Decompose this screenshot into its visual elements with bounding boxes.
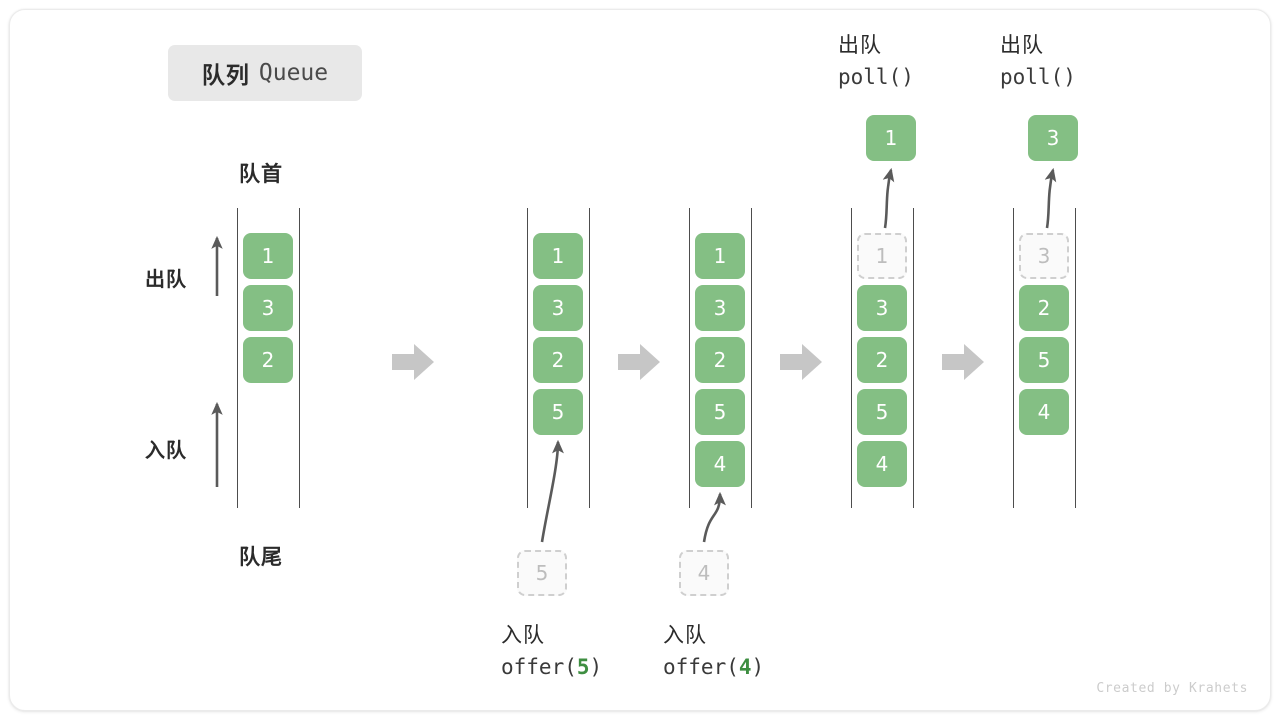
step-arrow-icon xyxy=(780,342,822,382)
queue-rail-right xyxy=(589,208,590,508)
queue-cell: 5 xyxy=(1019,337,1069,383)
step-arrow-glyph xyxy=(392,344,434,380)
step-arrow-path xyxy=(392,344,434,380)
queue-rail-left xyxy=(851,208,852,508)
code-suffix: ) xyxy=(589,654,603,679)
queue-cell: 2 xyxy=(857,337,907,383)
queue-rail-right xyxy=(751,208,752,508)
code-suffix: ) xyxy=(751,654,765,679)
caption-operation-code: poll() xyxy=(838,64,914,89)
queue-cell: 3 xyxy=(533,285,583,331)
queue-cell: 2 xyxy=(533,337,583,383)
step-arrow-glyph xyxy=(780,344,822,380)
caption-dequeue: 出队 poll() xyxy=(1000,30,1076,93)
credit-text: Created by Krahets xyxy=(1096,681,1248,696)
queue-rail-left xyxy=(237,208,238,508)
step-arrow-icon xyxy=(618,342,660,382)
title-cn: 队列 xyxy=(201,62,250,88)
incoming-element-ghost: 4 xyxy=(679,550,729,596)
queue-cell: 2 xyxy=(243,337,293,383)
queue-rail-right xyxy=(299,208,300,508)
queue-cell: 5 xyxy=(533,389,583,435)
step-arrow-path xyxy=(780,344,822,380)
step-arrow-icon xyxy=(392,342,434,382)
queue-cell: 1 xyxy=(533,233,583,279)
queue-cell-ghost: 1 xyxy=(857,233,907,279)
queue-cell: 2 xyxy=(695,337,745,383)
incoming-element-ghost: 5 xyxy=(517,550,567,596)
queue-cell: 4 xyxy=(857,441,907,487)
popped-element: 1 xyxy=(866,115,916,161)
queue-cell: 4 xyxy=(695,441,745,487)
popped-element: 3 xyxy=(1028,115,1078,161)
step-arrow-glyph xyxy=(942,344,984,380)
queue-cell: 5 xyxy=(695,389,745,435)
caption-dequeue: 出队 poll() xyxy=(838,30,914,93)
queue-cell: 4 xyxy=(1019,389,1069,435)
queue-cell: 5 xyxy=(857,389,907,435)
caption-enqueue: 入队 offer(5) xyxy=(501,620,602,683)
queue-rail-right xyxy=(913,208,914,508)
step-arrow-icon xyxy=(942,342,984,382)
caption-operation-name: 出队 xyxy=(838,33,882,57)
label-enqueue-direction: 入队 xyxy=(145,440,187,462)
queue-cell: 3 xyxy=(857,285,907,331)
caption-operation-code: offer(4) xyxy=(663,652,764,684)
step-arrow-path xyxy=(618,344,660,380)
caption-operation-name: 出队 xyxy=(1000,33,1044,57)
queue-rail-left xyxy=(527,208,528,508)
label-queue-front: 队首 xyxy=(239,163,283,186)
queue-cell: 3 xyxy=(695,285,745,331)
diagram-title-chip: 队列 Queue xyxy=(168,45,362,101)
queue-cell-ghost: 3 xyxy=(1019,233,1069,279)
code-prefix: offer( xyxy=(501,654,577,679)
label-dequeue-direction: 出队 xyxy=(145,269,187,291)
caption-enqueue: 入队 offer(4) xyxy=(663,620,764,683)
title-en: Queue xyxy=(258,60,329,86)
step-arrow-path xyxy=(942,344,984,380)
code-argument: 4 xyxy=(738,654,752,679)
label-queue-rear: 队尾 xyxy=(239,546,283,569)
code-prefix: offer( xyxy=(663,654,739,679)
queue-rail-left xyxy=(689,208,690,508)
queue-rail-left xyxy=(1013,208,1014,508)
queue-cell: 2 xyxy=(1019,285,1069,331)
queue-cell: 1 xyxy=(695,233,745,279)
step-arrow-glyph xyxy=(618,344,660,380)
queue-rail-right xyxy=(1075,208,1076,508)
queue-cell: 1 xyxy=(243,233,293,279)
caption-operation-name: 入队 xyxy=(663,623,707,647)
code-argument: 5 xyxy=(576,654,590,679)
caption-operation-name: 入队 xyxy=(501,623,545,647)
caption-operation-code: offer(5) xyxy=(501,652,602,684)
caption-operation-code: poll() xyxy=(1000,64,1076,89)
queue-cell: 3 xyxy=(243,285,293,331)
